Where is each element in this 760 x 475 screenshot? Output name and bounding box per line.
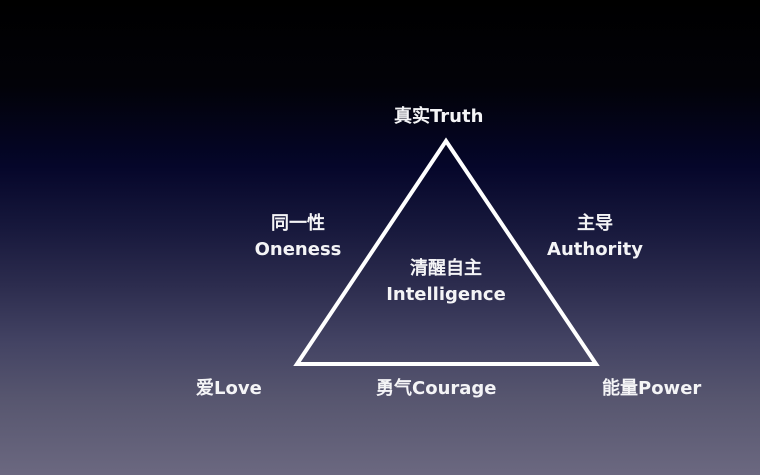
- power-en: Power: [638, 378, 702, 399]
- love-zh: 爱: [196, 378, 214, 399]
- edge-label-courage: 勇气Courage: [376, 376, 497, 402]
- center-label-intelligence: 清醒自主 Intelligence: [381, 256, 511, 308]
- oneness-zh: 同一性: [271, 213, 325, 234]
- courage-en: Courage: [412, 378, 497, 399]
- edge-label-oneness: 同一性 Oneness: [248, 211, 348, 263]
- courage-zh: 勇气: [376, 378, 412, 399]
- authority-en: Authority: [547, 239, 643, 260]
- love-en: Love: [214, 378, 262, 399]
- intelligence-zh: 清醒自主: [410, 258, 482, 279]
- oneness-en: Oneness: [254, 239, 342, 260]
- vertex-label-truth: 真实Truth: [394, 104, 483, 130]
- edge-label-authority: 主导 Authority: [543, 211, 647, 263]
- intelligence-en: Intelligence: [386, 284, 506, 305]
- truth-en: Truth: [430, 106, 484, 127]
- vertex-label-love: 爱Love: [196, 376, 262, 402]
- power-zh: 能量: [602, 378, 638, 399]
- vertex-label-power: 能量Power: [602, 376, 701, 402]
- truth-zh: 真实: [394, 106, 430, 127]
- authority-zh: 主导: [577, 213, 613, 234]
